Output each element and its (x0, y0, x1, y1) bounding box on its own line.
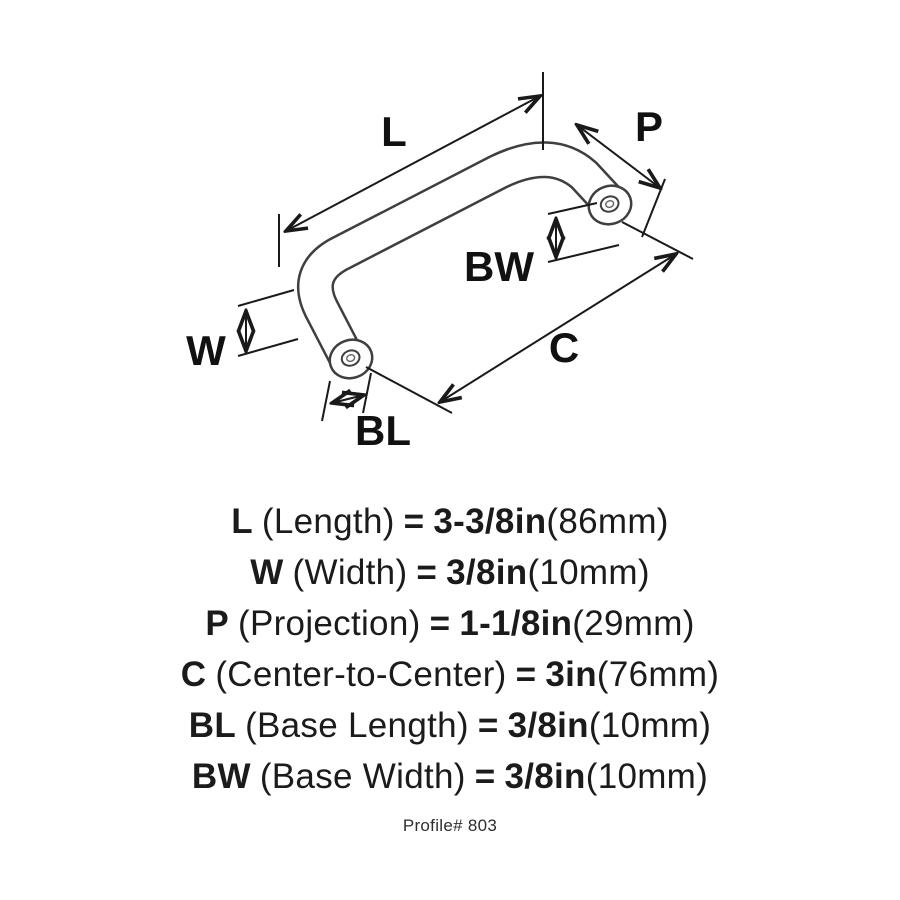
dim-line-BL (332, 395, 364, 403)
ferrule-top-hole (599, 195, 620, 213)
ext-line-BW-bottom (547, 244, 620, 263)
dim-value: 3/8in (507, 706, 589, 745)
ext-line-P-right (641, 178, 666, 238)
dimension-lines (237, 72, 694, 422)
dim-value: 1-1/8in (459, 604, 573, 643)
dim-name: (Length) (261, 502, 395, 541)
dim-label-L: L (381, 108, 407, 155)
equals-sign: = (403, 502, 425, 541)
dim-metric: (10mm) (585, 757, 709, 796)
dim-value: 3-3/8in (433, 502, 547, 541)
dim-line-L (286, 96, 540, 231)
equals-sign: = (429, 604, 451, 643)
dim-name: (Base Length) (245, 706, 469, 745)
dim-abbr: L (231, 502, 253, 541)
dim-metric: (10mm) (527, 553, 650, 592)
legend-row-BL: BL(Base Length)=3/8in(10mm) (0, 700, 900, 751)
dim-value: 3in (545, 655, 597, 694)
dim-metric: (29mm) (572, 604, 695, 643)
ext-line-BW-top (547, 202, 598, 215)
dim-label-P: P (635, 103, 663, 150)
dim-name: (Base Width) (259, 757, 466, 796)
dim-name: (Center-to-Center) (215, 655, 507, 694)
dim-metric: (10mm) (588, 706, 712, 745)
dim-abbr: BW (191, 757, 251, 796)
ext-line-C-right (621, 221, 694, 260)
ferrule-bottom-pin (345, 354, 356, 363)
dim-abbr: W (250, 553, 284, 592)
legend-row-W: W(Width)=3/8in(10mm) (0, 547, 900, 598)
ext-line-C-left (365, 366, 453, 414)
dimension-labels: L P BW C W BL (186, 103, 663, 454)
dim-metric: (76mm) (596, 655, 720, 694)
dimension-legend: L(Length)=3-3/8in(86mm) W(Width)=3/8in(1… (0, 496, 900, 802)
dim-value: 3/8in (504, 757, 586, 796)
legend-row-L: L(Length)=3-3/8in(86mm) (0, 496, 900, 547)
dim-name: (Width) (292, 553, 408, 592)
profile-number: Profile# 803 (402, 816, 498, 835)
dim-label-W: W (186, 327, 226, 374)
dim-abbr: P (205, 604, 229, 643)
equals-sign: = (515, 655, 537, 694)
ext-line-W-top (237, 289, 295, 307)
dim-label-BW: BW (464, 243, 534, 290)
dim-metric: (86mm) (546, 502, 669, 541)
equals-sign: = (474, 757, 496, 796)
dim-abbr: C (180, 655, 207, 694)
dim-name: (Projection) (238, 604, 421, 643)
ferrule-bottom-hole (340, 349, 361, 367)
legend-row-C: C(Center-to-Center)=3in(76mm) (0, 649, 900, 700)
ext-line-BL-left (321, 380, 331, 422)
dim-abbr: BL (188, 706, 237, 745)
equals-sign: = (477, 706, 499, 745)
ferrule-top-pin (604, 200, 615, 209)
legend-row-BW: BW(Base Width)=3/8in(10mm) (0, 751, 900, 802)
dim-label-C: C (549, 324, 579, 371)
dim-line-C (440, 254, 676, 402)
dim-value: 3/8in (446, 553, 528, 592)
legend-row-P: P(Projection)=1-1/8in(29mm) (0, 598, 900, 649)
ferrule-bottom (328, 338, 374, 380)
handle-diagram: L P BW C W BL (186, 72, 694, 454)
dim-line-P (577, 125, 660, 188)
dim-label-BL: BL (355, 407, 411, 454)
ferrule-top (587, 184, 633, 226)
equals-sign: = (416, 553, 438, 592)
